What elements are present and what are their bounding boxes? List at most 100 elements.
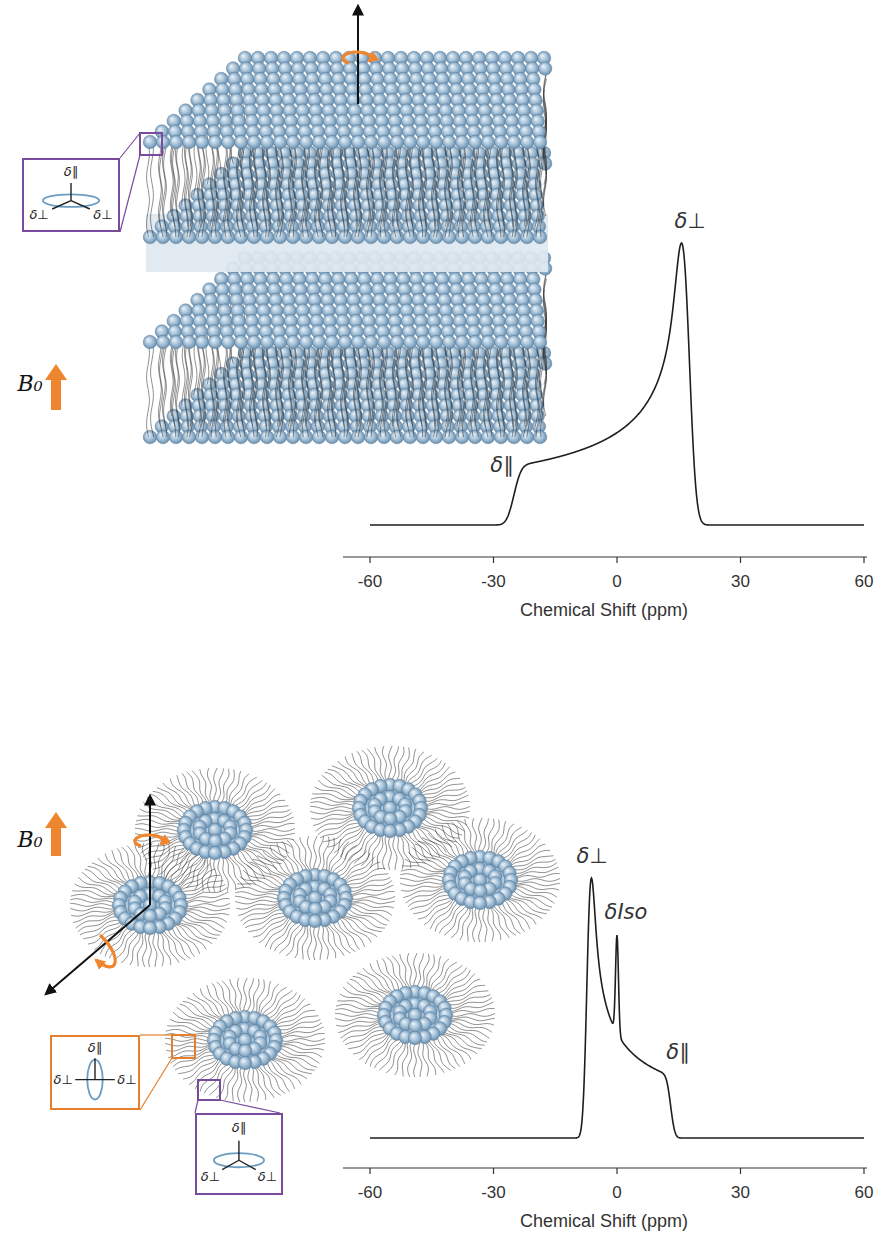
lipid-head	[429, 335, 443, 349]
lipid-tail	[192, 771, 207, 805]
lipid-head	[221, 135, 235, 149]
lipid-tail	[249, 817, 294, 827]
lipid-tail	[231, 777, 256, 807]
lipid-tail	[420, 784, 463, 796]
lipid-tail	[280, 142, 284, 237]
lipid-head	[377, 230, 391, 244]
lipid-tail	[389, 834, 392, 870]
lipid-tail	[509, 850, 550, 867]
lipid-tail	[263, 1062, 285, 1094]
lipid-head	[143, 921, 157, 935]
lipid-head	[169, 430, 183, 444]
lipid-head	[416, 430, 430, 444]
lipid-tail	[429, 1039, 451, 1070]
lipid-tail	[374, 1039, 399, 1069]
lipid-tail	[333, 848, 363, 875]
lipid-head	[403, 335, 417, 349]
lipid-tail	[182, 773, 199, 807]
lipid-tail	[463, 142, 466, 237]
lipid-tail	[143, 931, 147, 967]
lipid-tail	[216, 342, 219, 437]
lipid-tail	[122, 847, 138, 881]
lipid-head	[299, 335, 313, 349]
lipid-head	[338, 135, 352, 149]
lipid-tail	[307, 342, 310, 437]
lipid-tail	[264, 142, 267, 237]
lipid-tail	[261, 987, 286, 1017]
lipid-tail	[411, 142, 415, 237]
lipid-cylinder	[400, 818, 560, 942]
lipid-head	[286, 230, 300, 244]
lipid-head	[273, 135, 287, 149]
lipid-tail	[244, 1066, 247, 1102]
lipid-cylinder	[135, 768, 295, 892]
lipid-tail	[527, 342, 531, 437]
lipid-tail	[307, 836, 313, 872]
rotation-axis	[357, 6, 359, 104]
lipid-tail	[75, 884, 119, 895]
lipid-tail	[424, 802, 470, 808]
lipid-tail	[336, 918, 359, 950]
lipid-head	[494, 430, 508, 444]
lipid-tail	[240, 877, 284, 888]
lipid-head	[507, 230, 521, 244]
lipid-tail	[316, 836, 324, 872]
lipid-tail	[463, 342, 466, 437]
lipid-tail	[348, 905, 390, 921]
lipid-tail	[268, 1059, 301, 1084]
lipid-tail	[489, 142, 493, 237]
lipid-cylinder	[310, 746, 470, 870]
lipid-tail	[398, 342, 401, 437]
lipid-head	[169, 230, 183, 244]
lipid-tail	[276, 142, 279, 237]
lipid-tail	[397, 833, 404, 869]
lipid-tail	[184, 892, 229, 902]
lipid-head	[377, 430, 391, 444]
lipid-head	[195, 335, 209, 349]
lipid-tail	[320, 823, 362, 838]
lipid-tail	[314, 836, 318, 872]
lipid-head	[538, 62, 552, 76]
lipid-tail	[276, 1019, 320, 1029]
lipid-tail	[357, 751, 374, 785]
lipid-tail	[389, 746, 393, 782]
lipid-tail	[507, 896, 547, 914]
lipid-tail	[458, 142, 461, 237]
lipid-tail	[229, 142, 232, 237]
lipid-tail	[295, 923, 305, 958]
lipid-tail	[338, 917, 365, 947]
lipid-head	[286, 135, 300, 149]
lipid-tail	[342, 914, 382, 932]
lipid-tail	[433, 342, 436, 437]
lipid-tail	[400, 882, 446, 886]
lipid-tail	[235, 896, 281, 900]
lipid-tail	[413, 896, 453, 914]
lipid-tail	[402, 866, 447, 872]
lipid-head	[221, 430, 235, 444]
lipid-tail	[164, 846, 176, 881]
lipid-tail	[424, 342, 427, 437]
lipid-tail	[112, 850, 132, 883]
lipid-head	[260, 230, 274, 244]
lipid-tail	[514, 874, 560, 880]
lipid-tail	[244, 800, 285, 817]
lipid-head	[312, 230, 326, 244]
lipid-tail	[446, 994, 490, 1004]
lipid-tail	[523, 142, 526, 237]
lipid-tail	[207, 985, 227, 1018]
lipid-tail	[407, 142, 411, 237]
lipid-tail	[225, 342, 228, 437]
lipid-tail	[147, 142, 150, 237]
lipid-head	[507, 135, 521, 149]
lipid-tail	[310, 802, 356, 807]
lipid-tail	[164, 929, 186, 960]
lipid-tail	[248, 914, 288, 932]
lipid-tail	[503, 899, 536, 924]
lipid-cylinder	[335, 953, 495, 1077]
lipid-tail	[472, 342, 475, 437]
lipid-head	[169, 135, 183, 149]
lipid-tail	[383, 834, 387, 870]
lipid-tail	[397, 833, 410, 867]
lipid-tail	[367, 342, 371, 437]
lipid-head	[468, 230, 482, 244]
